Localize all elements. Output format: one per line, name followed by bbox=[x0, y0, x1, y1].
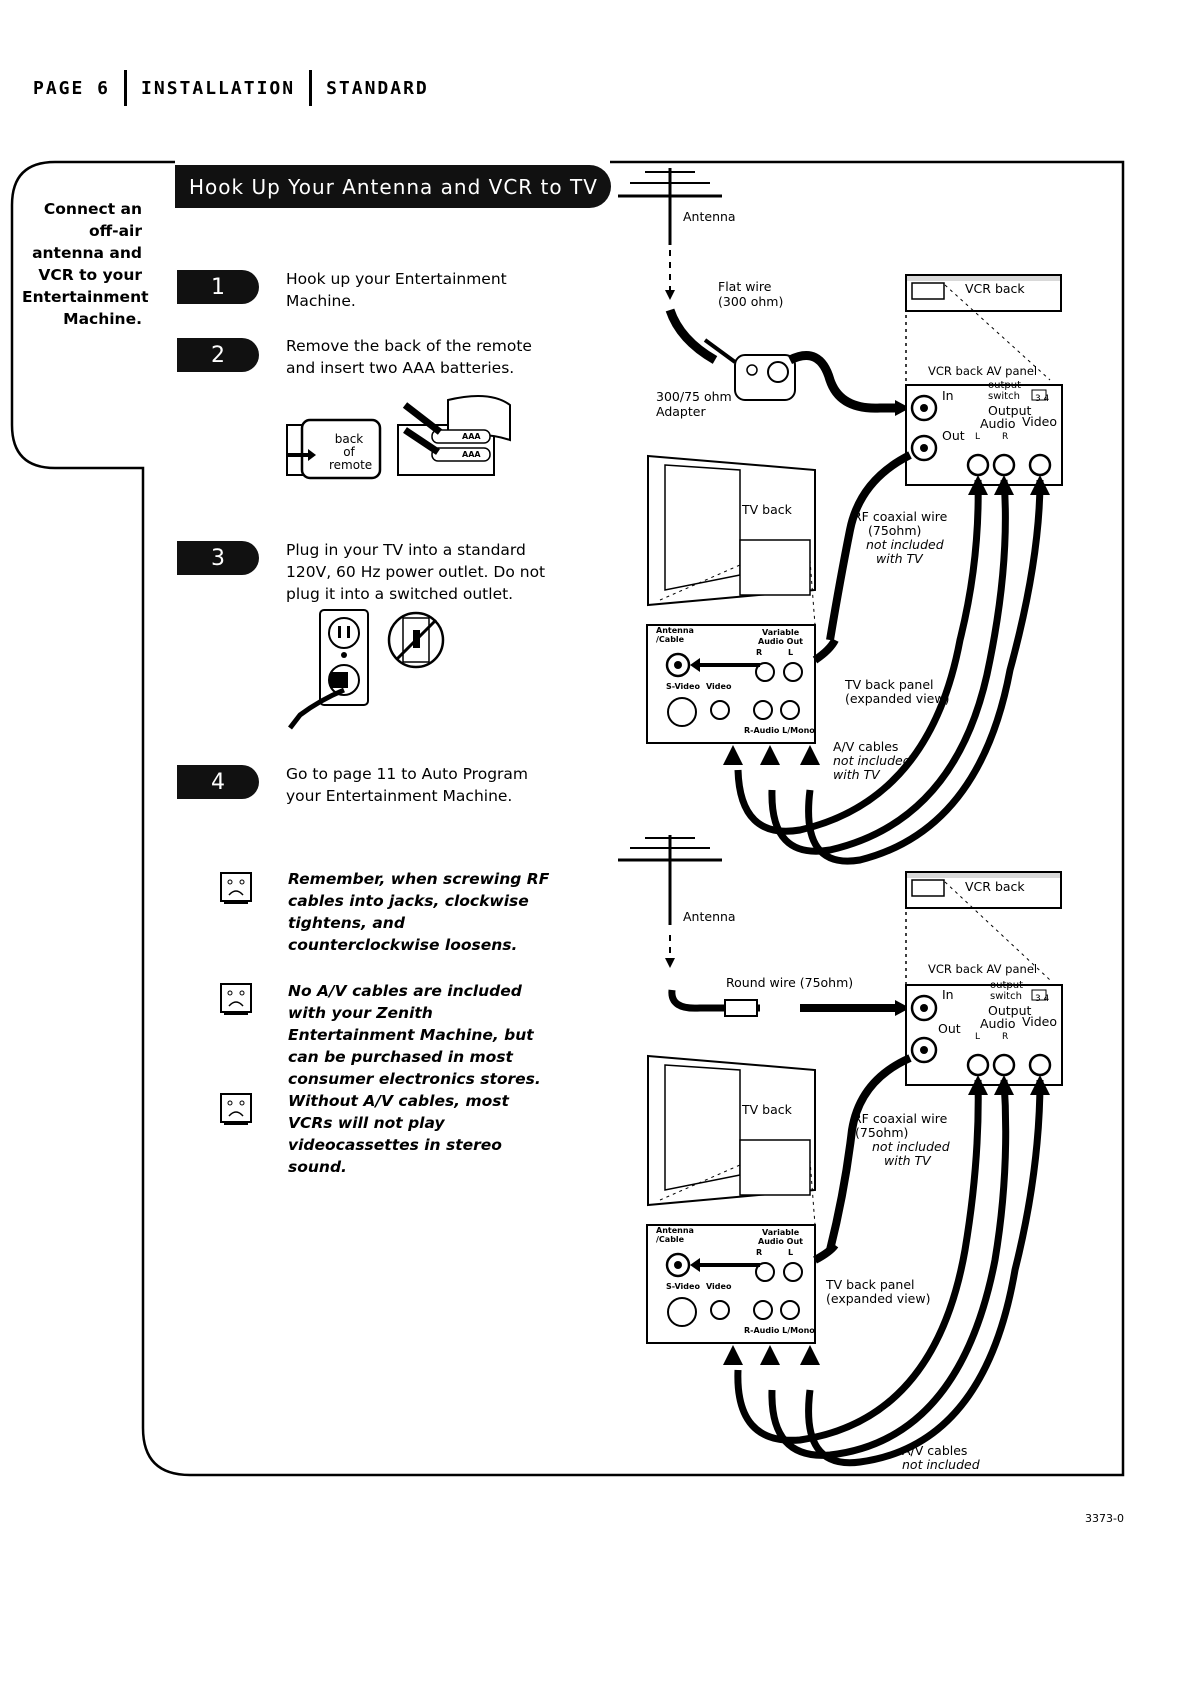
vcr-panel-label: VCR back AV panel bbox=[928, 962, 1038, 976]
panel-cable-label: /Cable bbox=[656, 1235, 685, 1244]
note-3-text: Without A/V cables, most VCRs will not p… bbox=[288, 1092, 509, 1176]
panel-antenna-label: Antenna bbox=[656, 1226, 694, 1235]
note-2-text: No A/V cables are included with your Zen… bbox=[288, 982, 541, 1088]
subsection-label: STANDARD bbox=[326, 77, 429, 99]
panel-audio-out-label: Audio Out bbox=[758, 1237, 803, 1246]
panel-audio-out-label: Audio Out bbox=[758, 637, 803, 646]
antenna-label: Antenna bbox=[683, 909, 736, 924]
flat-wire-spec: (300 ohm) bbox=[718, 294, 784, 309]
header-divider bbox=[124, 70, 128, 106]
rf-wire-spec: (75ohm) bbox=[855, 1125, 909, 1140]
document-code: 3373-0 bbox=[1085, 1512, 1124, 1525]
output-switch-label: output bbox=[988, 380, 1021, 391]
output-switch-label: output bbox=[990, 980, 1023, 991]
video-label: Video bbox=[1022, 1014, 1058, 1029]
l-label: L bbox=[975, 432, 981, 442]
vcr-out-label: Out bbox=[938, 1021, 961, 1036]
battery-label: AAA bbox=[462, 450, 481, 459]
intro-text: Connect an off-air antenna and VCR to yo… bbox=[22, 200, 149, 328]
note-face-icon bbox=[220, 983, 252, 1015]
vcr-in-label: In bbox=[942, 987, 954, 1002]
tv-back-label: TV back bbox=[742, 1102, 792, 1117]
remote-label: back of remote bbox=[329, 432, 373, 472]
panel-raudio-label: R-Audio L/Mono bbox=[744, 726, 815, 735]
rf-not-included: not included bbox=[866, 537, 944, 552]
step-1-badge: 1 bbox=[177, 270, 259, 304]
rf-wire-spec: (75ohm) bbox=[868, 523, 922, 538]
tv-panel-label: TV back panel bbox=[826, 1277, 915, 1292]
note-1-text: Remember, when screwing RF cables into j… bbox=[288, 870, 550, 954]
panel-variable-label: Variable bbox=[762, 628, 800, 637]
panel-svideo-label: S-Video bbox=[666, 682, 700, 691]
audio-label: Audio bbox=[980, 1016, 1016, 1031]
round-wire-label: Round wire (75ohm) bbox=[726, 975, 854, 990]
r-label: R bbox=[1002, 432, 1009, 442]
panel-r-label: R bbox=[756, 1248, 763, 1257]
antenna-label: Antenna bbox=[683, 209, 736, 224]
av-not-included: not included bbox=[833, 753, 911, 768]
tv-panel-label: TV back panel bbox=[845, 677, 934, 692]
step-2-badge: 2 bbox=[177, 338, 259, 372]
adapter-label: 300/75 ohm bbox=[656, 389, 732, 404]
vcr-in-label: In bbox=[942, 388, 954, 403]
battery-label: AAA bbox=[462, 432, 481, 441]
step-2-text: Remove the back of the remote and insert… bbox=[286, 337, 532, 377]
tv-panel-label-2: (expanded view) bbox=[845, 691, 950, 706]
panel-antenna-label: Antenna bbox=[656, 626, 694, 635]
tv-panel-label-2: (expanded view) bbox=[826, 1291, 931, 1306]
vcr-out-label: Out bbox=[942, 428, 965, 443]
panel-l-label: L bbox=[788, 648, 794, 657]
switch-nums: 3 4 bbox=[1035, 994, 1050, 1004]
rf-wire-label: RF coaxial wire bbox=[853, 509, 948, 524]
panel-raudio-label: R-Audio L/Mono bbox=[744, 1326, 815, 1335]
section-label: INSTALLATION bbox=[141, 77, 296, 99]
header-divider bbox=[309, 70, 313, 106]
output-switch-label-2: switch bbox=[988, 391, 1020, 402]
rf-not-included: not included bbox=[872, 1139, 950, 1154]
page-label: PAGE 6 bbox=[33, 77, 111, 99]
switch-nums: 3 4 bbox=[1035, 394, 1050, 404]
step-3-text: Plug in your TV into a standard 120V, 60… bbox=[286, 541, 546, 603]
av-cables-label: A/V cables bbox=[902, 1443, 968, 1458]
rf-with-tv: with TV bbox=[884, 1153, 931, 1168]
output-label: Output bbox=[988, 403, 1032, 418]
panel-l-label: L bbox=[788, 1248, 794, 1257]
r-label: R bbox=[1002, 1032, 1009, 1042]
panel-video-label: Video bbox=[706, 1282, 732, 1291]
section-title: Hook Up Your Antenna and VCR to TV bbox=[175, 165, 611, 208]
panel-r-label: R bbox=[756, 648, 763, 657]
vcr-back-label: VCR back bbox=[965, 879, 1025, 894]
av-cables-label: A/V cables bbox=[833, 739, 899, 754]
output-label: Output bbox=[988, 1003, 1032, 1018]
panel-variable-label: Variable bbox=[762, 1228, 800, 1237]
panel-video-label: Video bbox=[706, 682, 732, 691]
step-4-text: Go to page 11 to Auto Program your Enter… bbox=[286, 765, 528, 805]
rf-with-tv: with TV bbox=[876, 551, 923, 566]
panel-cable-label: /Cable bbox=[656, 635, 685, 644]
rf-wire-label: RF coaxial wire bbox=[853, 1111, 948, 1126]
step-3-badge: 3 bbox=[177, 541, 259, 575]
step-4-badge: 4 bbox=[177, 765, 259, 799]
step-1-text: Hook up your Entertainment Machine. bbox=[286, 270, 507, 310]
av-not-included: not included bbox=[902, 1457, 980, 1472]
flat-wire-label: Flat wire bbox=[718, 279, 772, 294]
note-face-icon bbox=[220, 872, 252, 904]
panel-svideo-label: S-Video bbox=[666, 1282, 700, 1291]
adapter-label-2: Adapter bbox=[656, 404, 706, 419]
note-face-icon bbox=[220, 1093, 252, 1125]
tv-back-label: TV back bbox=[742, 502, 792, 517]
l-label: L bbox=[975, 1032, 981, 1042]
output-switch-label-2: switch bbox=[990, 991, 1022, 1002]
vcr-back-label: VCR back bbox=[965, 281, 1025, 296]
video-label: Video bbox=[1022, 414, 1058, 429]
av-with-tv: with TV bbox=[833, 767, 880, 782]
page-header: PAGE 6 INSTALLATION STANDARD bbox=[33, 70, 429, 106]
audio-label: Audio bbox=[980, 416, 1016, 431]
vcr-panel-label: VCR back AV panel bbox=[928, 364, 1038, 378]
